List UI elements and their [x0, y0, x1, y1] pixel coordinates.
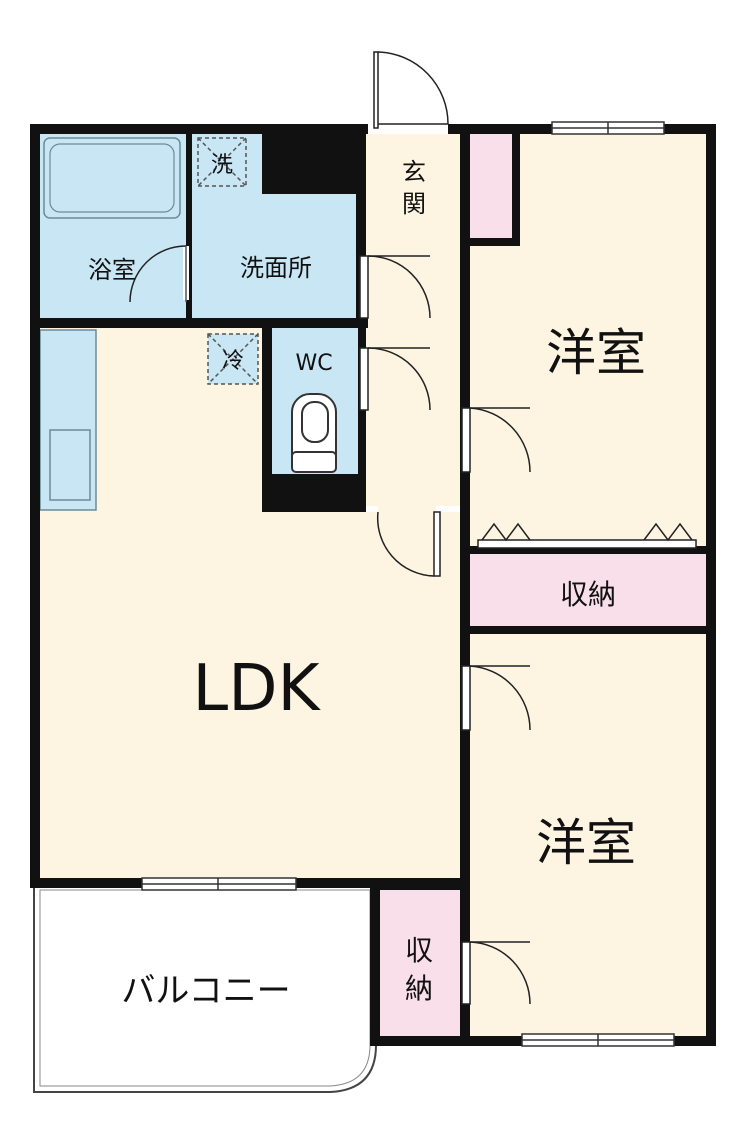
bathtub-inner [49, 143, 175, 213]
bedroom1-label: 洋室 [546, 324, 646, 382]
kitchen-sink [49, 429, 91, 501]
balcony-label: バルコニー [121, 971, 290, 1011]
storage2-door [461, 941, 531, 1005]
ldk-area [38, 326, 462, 880]
wall-bath-divider [186, 132, 192, 322]
storage2-label-2: 納 [405, 972, 433, 1005]
washer-label: 洗 [211, 153, 233, 178]
storage1-label: 収納 [560, 578, 616, 611]
wall-hall-right [460, 124, 470, 1044]
bathtub [43, 137, 181, 219]
storage1-folding-doors [477, 522, 697, 549]
wall-storage1-top [466, 546, 716, 554]
window-bedroom1 [551, 121, 665, 135]
hallway-area [362, 240, 462, 506]
bedroom2-area [466, 632, 706, 1036]
fridge-label: 冷 [222, 349, 244, 374]
entrance-gap [368, 124, 448, 134]
ldk-door-gap [378, 506, 436, 514]
toilet-door [359, 347, 431, 411]
washer-spot [197, 137, 247, 187]
wall-storage2-top [370, 884, 470, 890]
fixtures [197, 137, 337, 473]
toilet-label: WC [295, 351, 332, 376]
window-bedroom2 [521, 1033, 675, 1047]
ldk-door [376, 511, 441, 577]
wall-shoe [512, 124, 520, 246]
bedroom2-label: 洋室 [536, 814, 636, 872]
labels: 洗 冷 浴室 洗面所 WC 玄 関 洋室 収納 LDK 洋室 収 納 バルコニー [88, 153, 646, 1011]
balcony-inner-rail [39, 889, 371, 1087]
wall-storage1-bottom [466, 626, 716, 634]
entrance-area [366, 132, 466, 240]
wall-top-left [30, 124, 368, 134]
wall-wet-bottom [30, 318, 368, 328]
shaft-top [262, 132, 366, 194]
shoe-storage-area [466, 132, 514, 238]
windows [141, 121, 675, 1047]
toilet-fixture [291, 393, 337, 473]
bath-label: 浴室 [88, 256, 136, 284]
bath-door [129, 245, 189, 303]
wall-left [30, 124, 40, 888]
ldk-label: LDK [193, 652, 322, 726]
wall-toilet-right [358, 320, 366, 512]
bedroom2-door [461, 665, 531, 731]
entrance-label-2: 関 [402, 190, 426, 218]
window-ldk [141, 877, 297, 891]
wall-washroom-right [356, 132, 366, 322]
openings [368, 124, 448, 514]
fridge-spot [207, 333, 259, 385]
washroom-label: 洗面所 [240, 254, 312, 282]
doors [129, 51, 697, 1005]
storage1-area [466, 552, 706, 628]
storage2-area [378, 890, 460, 1036]
entrance-door [373, 51, 449, 129]
wall-toilet-bottom [262, 474, 366, 512]
wall-storage2-left [370, 884, 380, 1044]
bedroom1-door [461, 407, 531, 473]
washroom-door [359, 255, 431, 319]
wall-shoe-bottom [460, 238, 520, 246]
wall-toilet-left [262, 320, 272, 512]
wall-right [706, 124, 716, 1044]
entrance-label-1: 玄 [402, 158, 426, 186]
storage2-label-1: 収 [405, 934, 433, 967]
